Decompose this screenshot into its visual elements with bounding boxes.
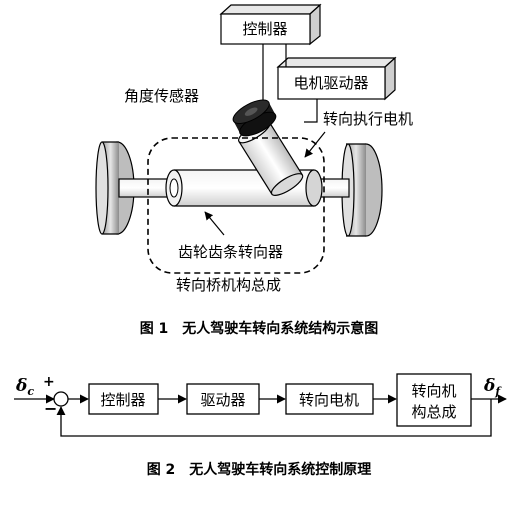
left-wheel xyxy=(95,141,135,235)
driver-block xyxy=(186,383,260,415)
rack-pinion-label: 齿轮齿条转向器 xyxy=(178,243,283,261)
rack-housing xyxy=(165,169,323,207)
wiring xyxy=(262,44,318,123)
axle-assembly-outline xyxy=(147,137,325,274)
steering-assembly-block xyxy=(396,373,472,427)
steering-assembly-label-1: 转向机 xyxy=(411,382,456,400)
controller-box: 控制器 xyxy=(219,3,322,46)
output-signal-symbol: δf xyxy=(483,376,502,398)
figure1-caption: 图 1 无人驾驶车转向系统结构示意图 xyxy=(140,320,379,337)
plus-sign: + xyxy=(43,374,55,390)
motor-driver-box: 电机驱动器 xyxy=(276,56,397,101)
figure2-block-diagram: δc + − 控制器 驱动器 转向电机 转向机 构总成 δf 图 2 无人驾驶车… xyxy=(14,373,507,478)
steering-motor-pointer xyxy=(304,131,326,158)
input-signal-symbol: δc xyxy=(15,376,34,398)
steering-assembly-label-2: 构总成 xyxy=(411,403,456,421)
steering-motor-block xyxy=(285,383,374,415)
axle-assembly-label: 转向桥机构总成 xyxy=(176,276,281,294)
steering-motor-label: 转向执行电机 xyxy=(323,110,413,128)
controller-block-label: 控制器 xyxy=(100,391,145,409)
figure2-caption: 图 2 无人驾驶车转向系统控制原理 xyxy=(147,461,372,478)
feedback-line xyxy=(56,399,492,437)
figure1-structure: 控制器 电机驱动器 xyxy=(95,3,413,337)
angle-sensor-disc xyxy=(232,99,277,137)
controller-label: 控制器 xyxy=(242,20,287,38)
rack-pinion-pointer xyxy=(204,211,225,236)
controller-block xyxy=(88,383,159,415)
angle-sensor-label: 角度传感器 xyxy=(124,87,199,105)
steering-motor-block-label: 转向电机 xyxy=(299,391,359,409)
minus-sign: − xyxy=(44,399,57,418)
summing-junction xyxy=(53,391,69,407)
driver-block-label: 驱动器 xyxy=(200,391,245,409)
motor-driver-label: 电机驱动器 xyxy=(293,74,368,92)
